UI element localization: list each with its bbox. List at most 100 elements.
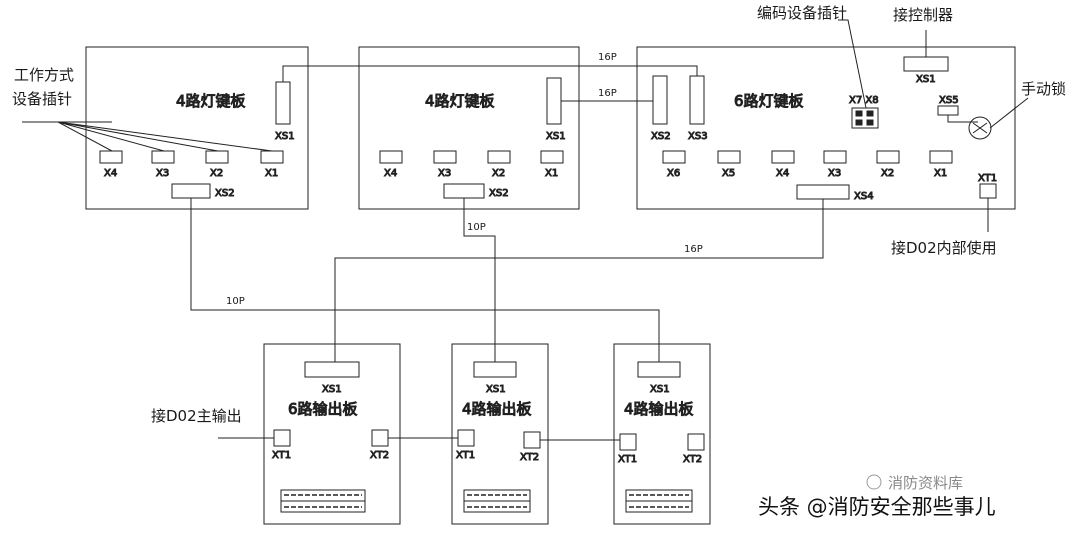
annotation-d02-internal: 接D02内部使用 <box>891 239 997 257</box>
pin-block <box>205 150 229 164</box>
pin-block <box>929 150 953 164</box>
pin-label: X4 <box>104 168 117 179</box>
pin-group: X4 X3 X2 X1 <box>379 150 564 180</box>
label-xs2: XS2 <box>489 188 509 199</box>
annotation-work-mode-1: 工作方式 <box>14 66 74 84</box>
cable-label: 16P <box>598 88 617 99</box>
pin-label: X1 <box>545 168 558 179</box>
lock-wire <box>947 115 978 123</box>
label-xs5: XS5 <box>939 95 959 106</box>
wire-10p-left <box>190 198 660 362</box>
board-outline <box>636 46 1016 210</box>
pin-label: X3 <box>156 168 169 179</box>
terminal-pins <box>467 494 527 508</box>
board-outline <box>613 343 711 525</box>
connector-xt2 <box>687 433 705 451</box>
pin-block <box>823 150 847 164</box>
label-xt2: XT2 <box>520 452 539 463</box>
watermark-group: 消防资料库 头条 @消防安全那些事儿 <box>758 474 996 519</box>
signature-text: 头条 @消防安全那些事儿 <box>758 495 996 519</box>
pin-block <box>717 150 741 164</box>
connector-xs3 <box>689 75 705 125</box>
board-title: 4路灯键板 <box>425 92 495 110</box>
board-outline <box>263 343 401 525</box>
cable-label: 10P <box>226 296 245 307</box>
pin-label: X4 <box>776 168 789 179</box>
pin-block <box>662 150 686 164</box>
label-xs1: XS1 <box>486 384 506 395</box>
connector-xs1 <box>304 361 360 378</box>
terminal-pins <box>284 494 362 508</box>
lock-cross <box>972 122 988 134</box>
coder-pointer-line <box>838 19 867 109</box>
label-xt2: XT2 <box>683 454 702 465</box>
pin-block <box>379 150 403 164</box>
coder-pin <box>855 110 863 117</box>
board-outline <box>358 46 580 210</box>
pin-block <box>876 150 900 164</box>
key-board-mid: 4路灯键板 XS1 XS2 X4 X3 X2 X1 <box>358 46 580 210</box>
wire-16p-right <box>334 199 824 362</box>
connector-xt2 <box>523 431 541 449</box>
lock-pointer-line <box>989 97 1029 129</box>
connector-xs1 <box>473 361 517 378</box>
board-outline <box>85 46 309 210</box>
pin-block <box>433 150 457 164</box>
pin-label: X5 <box>722 168 735 179</box>
connector-xs1 <box>903 56 949 72</box>
watermark-icon <box>866 474 882 490</box>
pin-block <box>260 150 284 164</box>
board-outline <box>451 343 549 525</box>
pin-label: X2 <box>492 168 505 179</box>
pin-label: X3 <box>828 168 841 179</box>
pin-label: X1 <box>934 168 947 179</box>
manual-lock-symbol <box>968 116 992 140</box>
coder-pin-block <box>851 107 879 129</box>
connector-xt1 <box>979 183 997 199</box>
pin-block <box>540 150 564 164</box>
cable-label: 16P <box>684 244 703 255</box>
pin-label: X2 <box>210 168 223 179</box>
annotations: 工作方式 设备插针 编码设备插针 接控制器 手动锁 接D02内部使用 接D02主… <box>12 4 1066 425</box>
watermark-text: 消防资料库 <box>888 474 963 492</box>
pin-label: X6 <box>667 168 680 179</box>
pin-block <box>487 150 511 164</box>
label-xs3: XS3 <box>688 131 708 142</box>
coder-pin <box>866 110 874 117</box>
connector-xs2 <box>652 75 668 125</box>
label-xs1: XS1 <box>916 74 936 85</box>
pin-label: X1 <box>265 168 278 179</box>
wires <box>22 19 1029 441</box>
label-xt1: XT1 <box>456 450 475 461</box>
connector-xt2 <box>371 429 389 447</box>
label-xt1: XT1 <box>618 454 637 465</box>
annotation-d02-main-output: 接D02主输出 <box>151 407 242 425</box>
connector-xs2 <box>443 183 485 199</box>
pin-group: X6 X5 X4 X3 X2 X1 <box>662 150 953 180</box>
connector-xs2 <box>171 183 211 199</box>
board-title: 4路输出板 <box>462 400 532 418</box>
board-title: 4路灯键板 <box>176 92 246 110</box>
pin-block <box>771 150 795 164</box>
cable-labels: 16P 16P 10P 16P 10P <box>226 52 703 307</box>
connector-xt1 <box>619 433 637 451</box>
connector-xs1 <box>637 361 681 378</box>
wire-10p-mid <box>463 198 496 362</box>
wire-16p-top <box>282 65 698 82</box>
board-title: 4路输出板 <box>624 400 694 418</box>
coder-pin <box>866 119 874 126</box>
out-board-right: XS1 4路输出板 XT1 XT2 <box>613 343 711 525</box>
label-xt2: XT2 <box>370 450 389 461</box>
key-board-right: 6路灯键板 XS2 XS3 XS1 X7 X8 XS5 XT1 XS4 X6 X… <box>636 46 1016 210</box>
label-xs1: XS1 <box>546 131 566 142</box>
terminal-pins <box>629 494 689 508</box>
cable-label: 10P <box>467 222 486 233</box>
annotation-work-mode-2: 设备插针 <box>12 90 72 108</box>
work-mode-pointer-lines <box>22 121 273 152</box>
pin-label: X4 <box>384 168 397 179</box>
label-xs1: XS1 <box>650 384 670 395</box>
board-title: 6路输出板 <box>288 400 358 418</box>
connector-xt1 <box>457 429 475 447</box>
connector-xt1 <box>273 429 291 447</box>
